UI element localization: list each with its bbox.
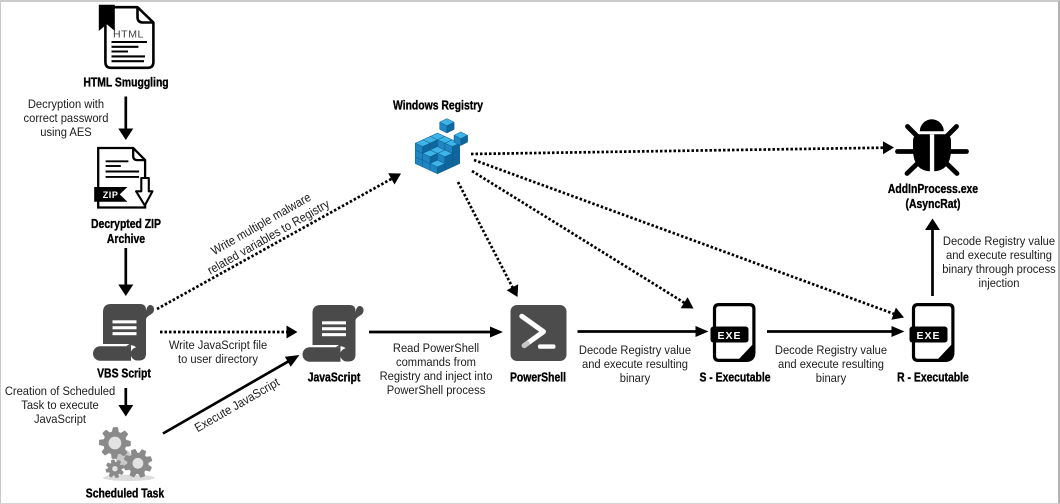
- svg-text:ZIP: ZIP: [103, 190, 119, 200]
- svg-text:EXE: EXE: [717, 330, 741, 342]
- svg-text:HTML: HTML: [113, 29, 144, 41]
- svg-text:EXE: EXE: [916, 330, 940, 342]
